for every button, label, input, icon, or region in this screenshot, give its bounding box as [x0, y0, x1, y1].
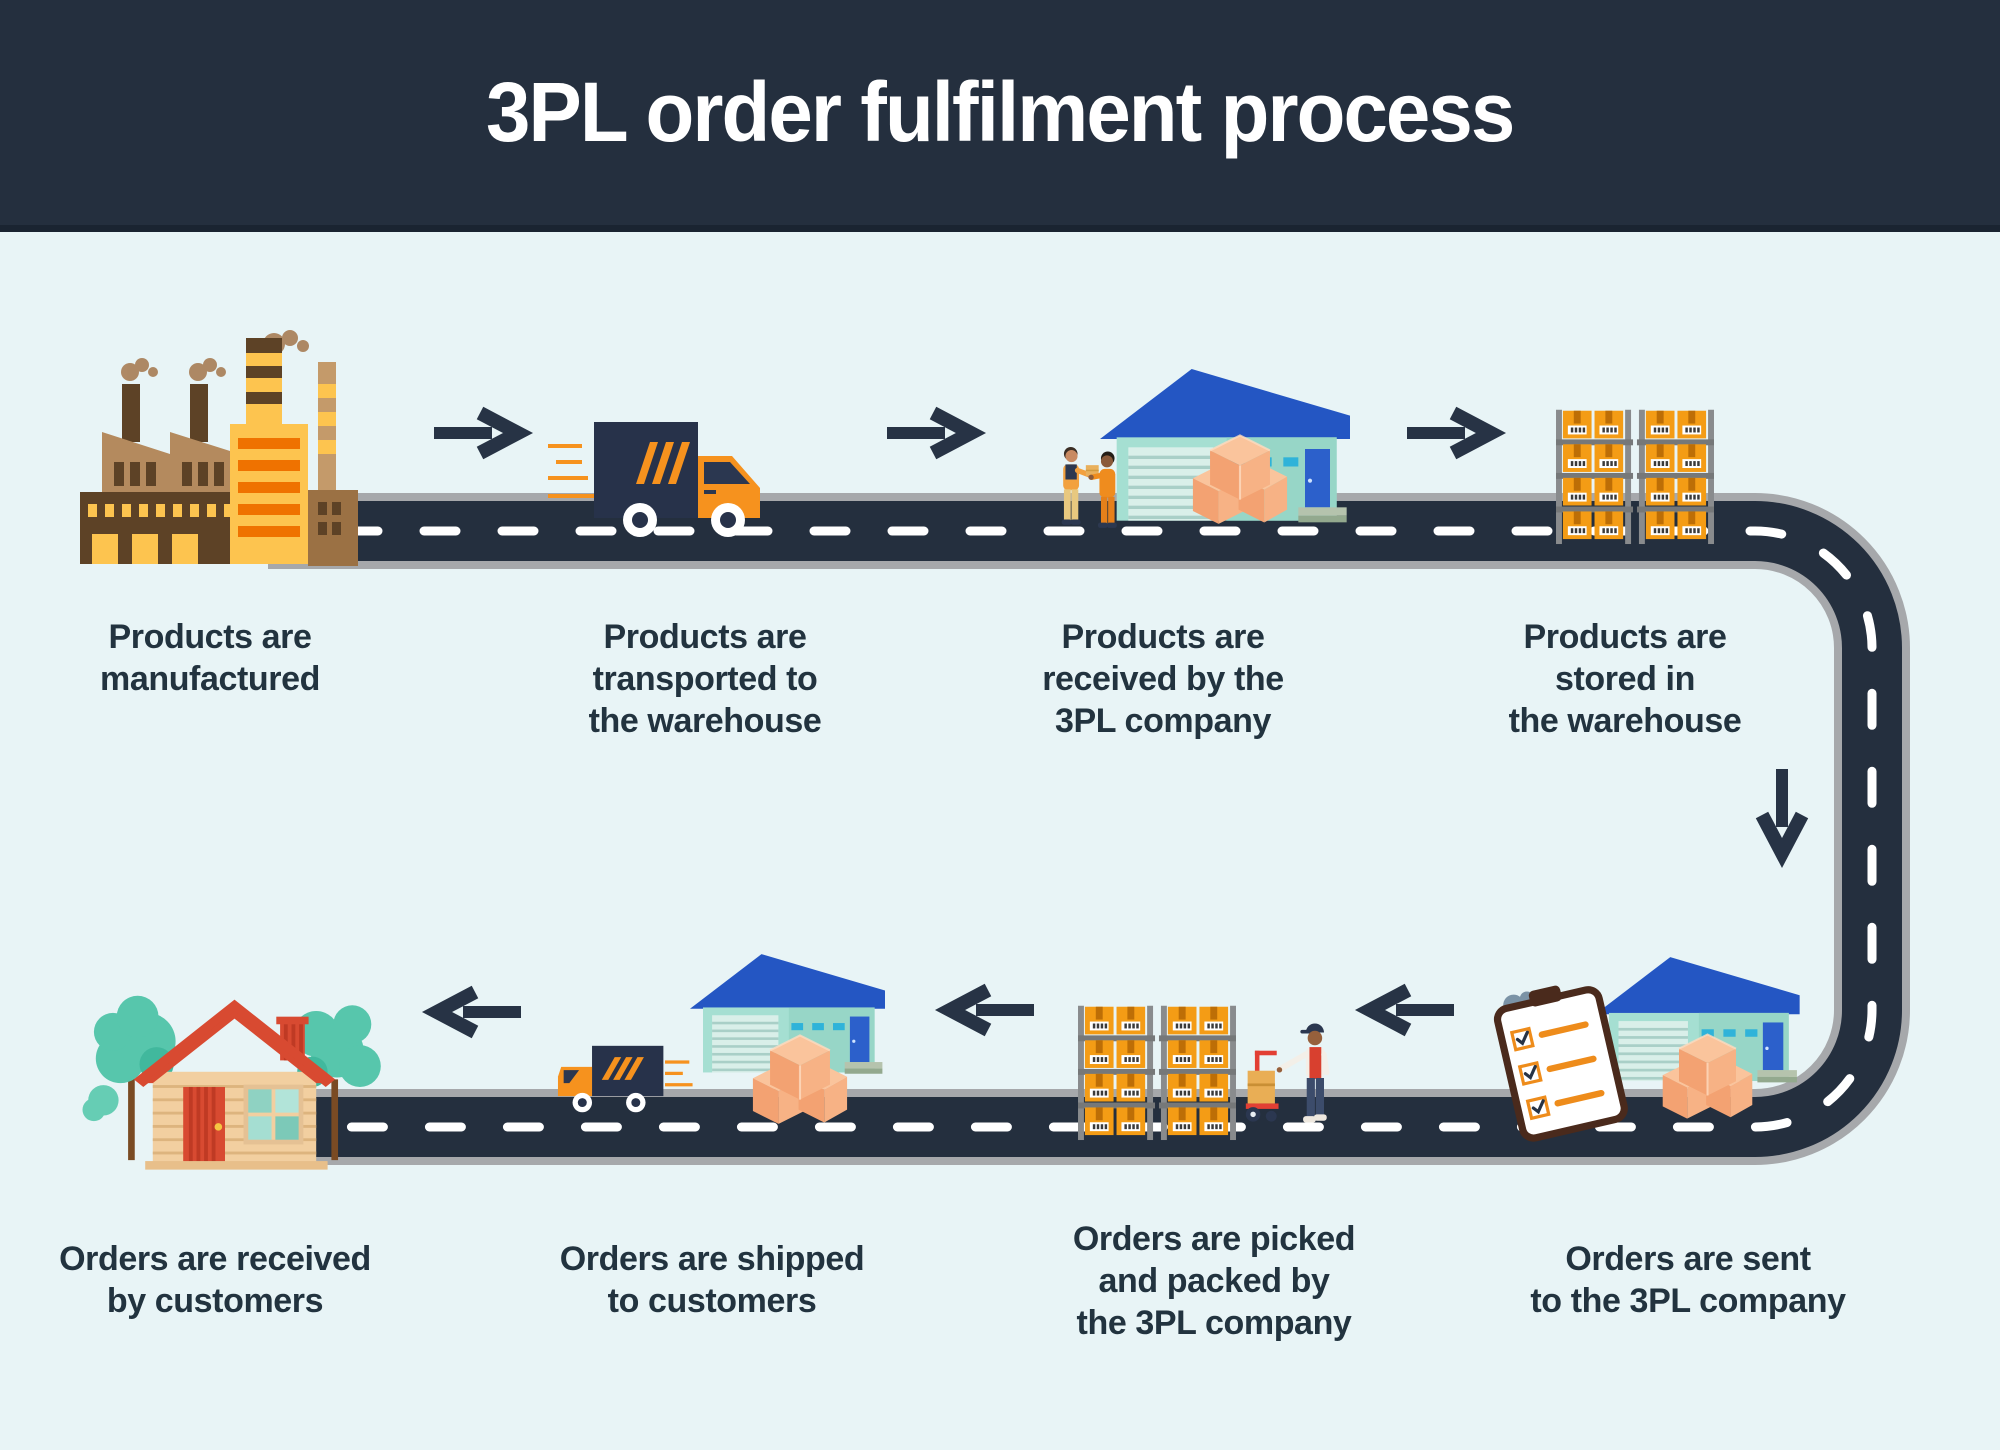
step-7-label: Orders are shipped to customers	[559, 1240, 865, 1320]
parcel-stack-icon	[751, 1034, 849, 1125]
flow-arrow-left-3	[425, 984, 525, 1040]
step-5-illustration	[1493, 945, 1800, 1160]
storage-rack-icon	[1556, 390, 1714, 546]
flow-arrow-left-1	[1358, 982, 1458, 1038]
flow-arrow-left-2	[938, 982, 1038, 1038]
step-5-label: Orders are sent to the 3PL company	[1530, 1240, 1846, 1320]
factory-icon	[80, 330, 358, 566]
flow-arrow-down	[1754, 765, 1810, 865]
step-8-label: Orders are received by customers	[59, 1240, 371, 1320]
title-bar: 3PL order fulfilment process	[0, 0, 2000, 232]
flow-arrow-right-2	[883, 405, 983, 461]
step-4-label: Products are stored in the warehouse	[1508, 618, 1742, 740]
step-7-illustration	[545, 948, 890, 1160]
parcel-stack-icon	[1191, 434, 1289, 525]
step-1-label: Products are manufactured	[99, 618, 321, 698]
parcel-stack-icon	[1661, 1033, 1754, 1120]
picker-trolley-icon	[1245, 1023, 1330, 1123]
customer-house-icon	[82, 995, 381, 1170]
step-3-illustration	[1040, 356, 1350, 568]
step-6-label: Orders are picked and packed by the 3PL …	[1072, 1220, 1356, 1342]
delivery-truck-icon	[548, 422, 760, 537]
order-checklist-icon	[1493, 985, 1628, 1142]
flow-arrow-right-3	[1403, 405, 1503, 461]
step-2-label: Products are transported to the warehous…	[588, 618, 822, 740]
storage-rack-icon	[1078, 986, 1236, 1142]
flow-arrow-right-1	[430, 405, 530, 461]
page-title: 3PL order fulfilment process	[486, 65, 1515, 159]
shipping-truck-icon	[557, 1045, 693, 1113]
step-3-label: Products are received by the 3PL company	[1042, 618, 1284, 740]
step-6-illustration	[1078, 986, 1340, 1144]
handover-workers-icon	[1061, 447, 1117, 528]
